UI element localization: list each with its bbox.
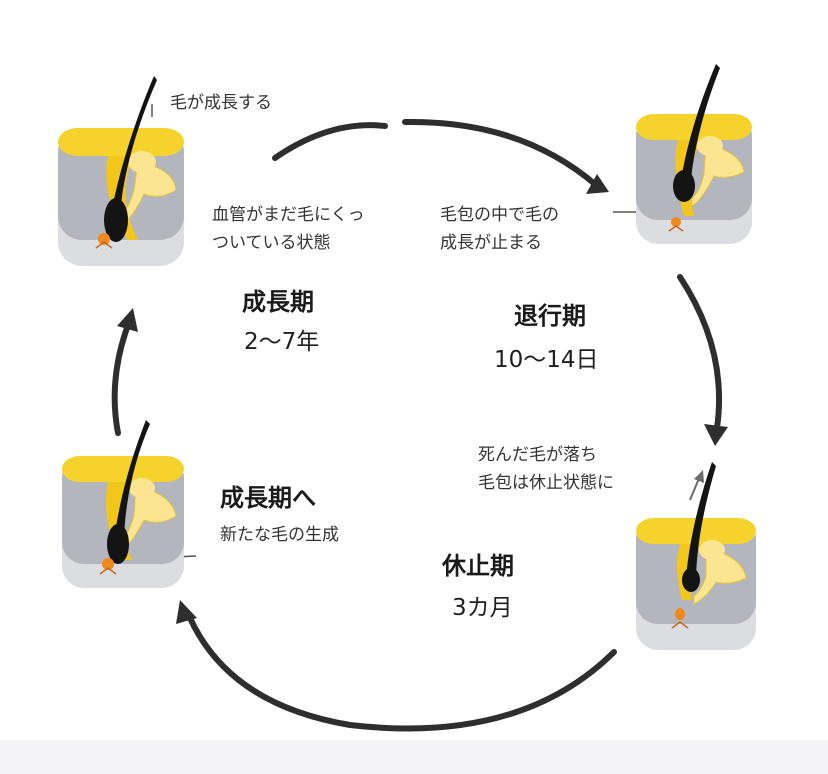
resting-phase-name: 休止期 [442, 552, 514, 580]
arrow-regression-to-resting [677, 274, 722, 431]
bottom-band [0, 740, 828, 774]
arrowhead [694, 470, 704, 483]
regression-phase-name: 退行期 [514, 302, 586, 330]
regression-note-line-2: 成長が止まる [440, 233, 542, 253]
arrow-resting-to-new [187, 615, 617, 732]
arrow-growth-to-regression-head [402, 118, 599, 188]
arrowhead [176, 600, 197, 624]
to-growth-phase-name: 成長期へ [220, 484, 316, 512]
growth-note-line-1: 血管がまだ毛にくっ [212, 205, 365, 225]
arrow-growth-to-regression [272, 122, 388, 161]
growth-note-line-2: ついている状態 [212, 233, 331, 253]
regression-note-line-1: 毛包の中で毛の [440, 205, 559, 225]
follicle-tile-regression [636, 64, 752, 244]
arrowhead [704, 424, 728, 446]
to-growth-note: 新たな毛の生成 [220, 525, 339, 545]
growth-phase-name: 成長期 [242, 288, 314, 316]
growth-top-note: 毛が成長する [170, 93, 272, 113]
arrow-new-to-growth [111, 322, 131, 436]
follicle-tile-resting [636, 462, 756, 650]
resting-phase-duration: 3カ月 [452, 595, 513, 621]
arrowhead [117, 308, 138, 332]
regression-phase-duration: 10〜14日 [494, 347, 599, 373]
growth-phase-duration: 2〜7年 [244, 329, 320, 355]
resting-note-line-2: 毛包は休止状態に [478, 473, 614, 493]
follicle-tile-new-growth [62, 420, 184, 588]
arrowhead [586, 174, 609, 194]
resting-note-line-1: 死んだ毛が落ち [478, 445, 597, 465]
follicle-tile-growth [58, 76, 184, 266]
